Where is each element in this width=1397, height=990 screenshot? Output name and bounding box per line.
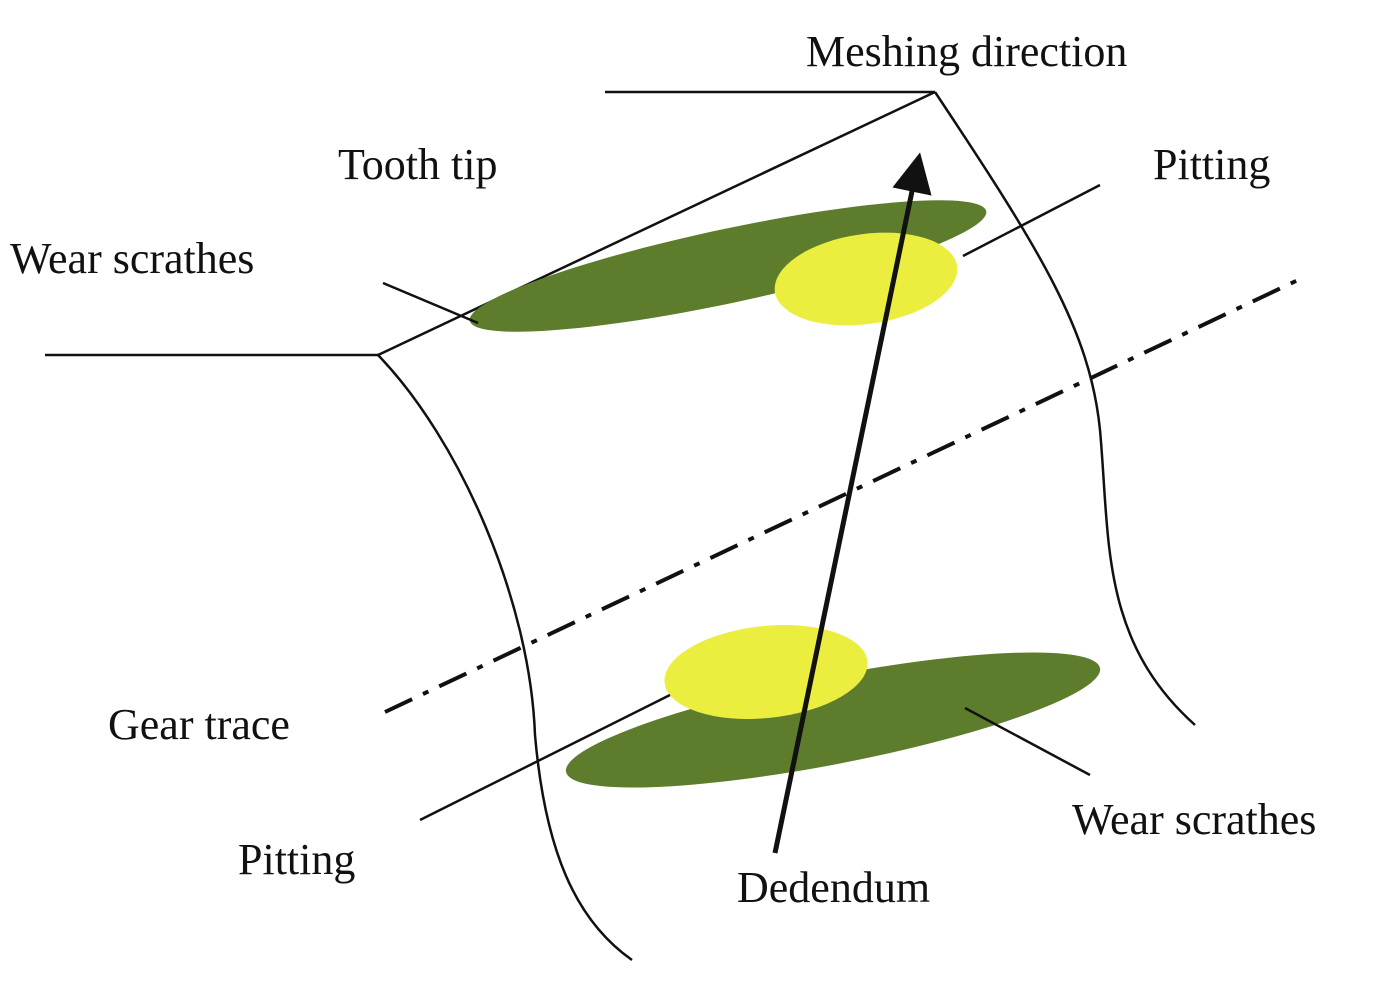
gear-trace-line — [384, 278, 1299, 714]
leader-wear-bottom — [964, 706, 1091, 777]
label-wear-scratches-bottom: Wear scrathes — [1072, 795, 1317, 844]
label-tooth-tip: Tooth tip — [338, 140, 498, 189]
meshing-direction-arrow — [772, 152, 932, 854]
label-meshing-direction: Meshing direction — [806, 27, 1128, 76]
label-pitting-bottom: Pitting — [238, 835, 356, 884]
leader-wear-top — [382, 281, 479, 325]
label-dedendum: Dedendum — [737, 863, 931, 912]
leader-pitting-top — [962, 183, 1101, 258]
label-pitting-top: Pitting — [1153, 140, 1271, 189]
tooth-left-flank — [377, 354, 633, 962]
label-gear-trace: Gear trace — [108, 700, 290, 749]
wear-patch-bottom — [565, 652, 1101, 788]
tooth-tip-edge — [377, 90, 936, 357]
label-wear-scratches-top: Wear scrathes — [10, 234, 255, 283]
pitting-patch-top — [774, 232, 958, 326]
tooth-right-flank — [933, 91, 1196, 726]
wear-patch-top — [469, 200, 987, 332]
leader-pitting-bottom — [419, 693, 671, 822]
